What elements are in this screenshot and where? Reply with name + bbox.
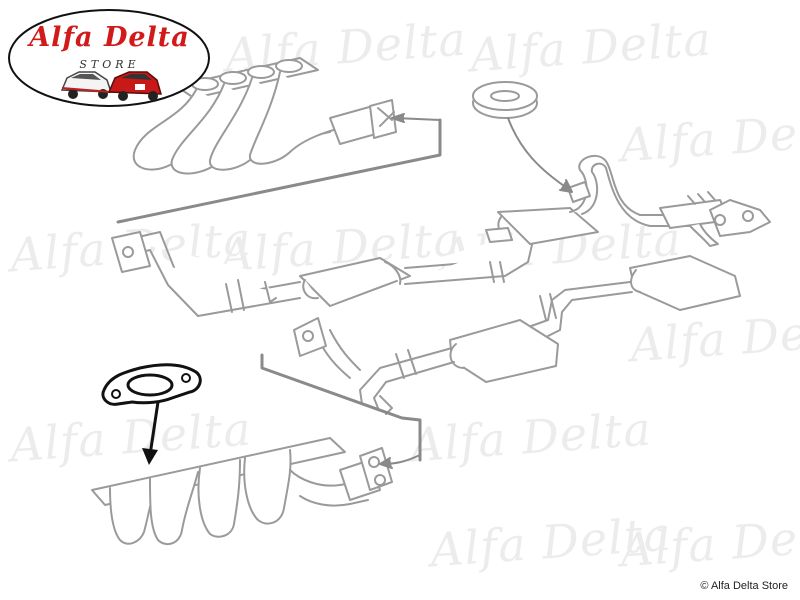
lower-exhaust-line[interactable] <box>293 255 741 415</box>
copyright-text: © Alfa Delta Store <box>700 580 788 592</box>
reference-lines <box>116 118 442 462</box>
logo-car-red <box>107 71 163 101</box>
logo-subtitle: STORE <box>79 58 140 71</box>
rubber-ring[interactable] <box>472 81 538 119</box>
upper-exhaust-manifold[interactable] <box>132 57 397 175</box>
exhaust-gasket-highlighted[interactable] <box>101 363 202 406</box>
logo-badge <box>8 9 210 107</box>
gasket-arrow <box>142 401 160 465</box>
upper-exhaust-line[interactable] <box>111 154 771 317</box>
logo-title: Alfa Delta <box>29 22 190 53</box>
lower-exhaust-manifold[interactable] <box>91 437 393 546</box>
store-logo[interactable]: Alfa Delta STORE <box>7 8 212 110</box>
logo-car-white <box>60 71 113 99</box>
pointer-arrows <box>379 113 573 469</box>
